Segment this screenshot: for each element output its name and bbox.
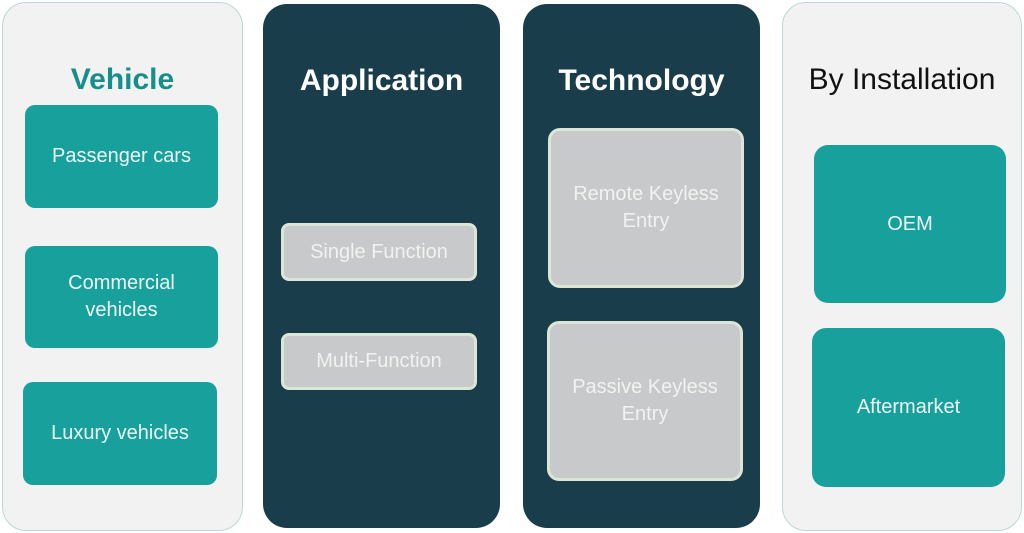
vehicle-item-commercial-vehicles: Commercial vehicles (25, 246, 218, 348)
application-item-single-function: Single Function (281, 223, 477, 281)
vehicle-title: Vehicle (70, 63, 175, 96)
installation-item-aftermarket: Aftermarket (812, 328, 1005, 487)
installation-item-oem: OEM (814, 145, 1006, 303)
technology-title: Technology (558, 64, 725, 97)
technology-item-passive-keyless-entry: Passive Keyless Entry (547, 321, 743, 481)
application-title: Application (299, 64, 464, 97)
installation-title: By Installation (808, 63, 996, 96)
technology-item-remote-keyless-entry: Remote Keyless Entry (548, 128, 744, 288)
vehicle-item-passenger-cars: Passenger cars (25, 105, 218, 208)
application-item-multi-function: Multi-Function (281, 333, 477, 390)
vehicle-item-luxury-vehicles: Luxury vehicles (23, 382, 217, 485)
